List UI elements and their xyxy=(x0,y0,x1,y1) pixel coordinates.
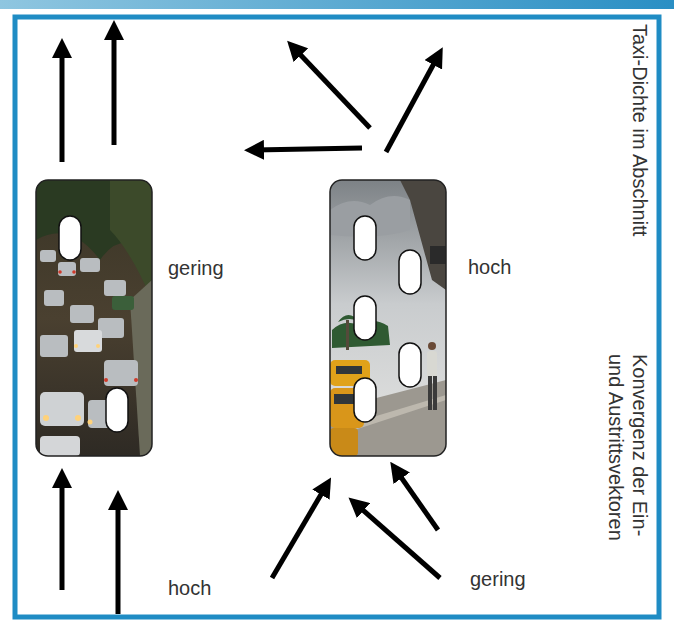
taxi-marker xyxy=(354,216,421,422)
axis-label: Konvergenz der Ein- und Austrittsvektore… xyxy=(604,354,652,559)
photo-frame xyxy=(330,180,446,456)
level-label: hoch xyxy=(468,255,511,279)
top-bar xyxy=(0,0,674,9)
level-label: gering xyxy=(470,567,526,591)
axis-label: Taxi-Dichte im Abschnitt xyxy=(628,24,652,236)
level-label: hoch xyxy=(168,576,211,600)
person xyxy=(427,342,437,410)
level-label: gering xyxy=(168,256,224,280)
photo-frame xyxy=(36,180,152,456)
taxi-marker xyxy=(59,216,128,432)
frame xyxy=(15,17,659,617)
flow-arrow xyxy=(62,30,440,614)
taxi-rank-photo xyxy=(330,180,446,456)
traffic-photo xyxy=(36,180,152,456)
